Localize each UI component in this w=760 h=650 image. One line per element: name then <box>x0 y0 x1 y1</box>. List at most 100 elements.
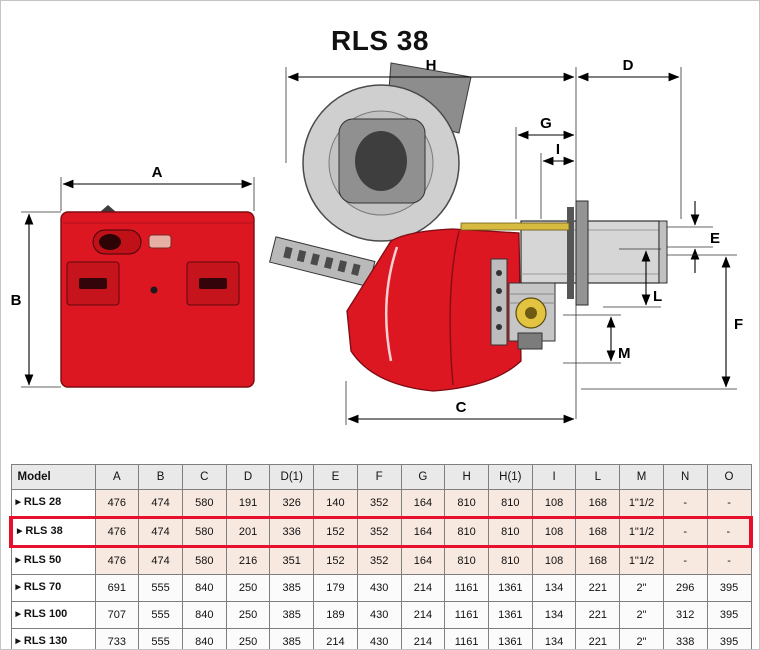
value-cell: 164 <box>400 546 446 575</box>
dim-label-b: B <box>11 292 22 309</box>
value-cell: 134 <box>531 628 577 649</box>
value-cell: 1161 <box>444 628 489 649</box>
dimension-e: E <box>667 201 720 273</box>
value-cell: 352 <box>356 546 402 575</box>
value-cell: - <box>662 546 708 575</box>
value-cell: - <box>706 546 752 575</box>
model-name: RLS 28 <box>23 496 62 508</box>
mounting-flange <box>567 207 574 299</box>
burner-side-view-diagram: H D G I E L F <box>269 57 743 425</box>
value-cell: 385 <box>269 628 315 649</box>
column-header-f: F <box>356 464 402 490</box>
value-cell: 152 <box>313 516 358 548</box>
value-cell: 214 <box>313 628 358 649</box>
column-header-g: G <box>400 464 446 490</box>
value-cell: 395 <box>706 628 752 649</box>
value-cell: - <box>662 489 708 518</box>
column-header-i: I <box>531 464 577 490</box>
value-cell: 1"1/2 <box>619 489 664 518</box>
blast-tube <box>520 220 660 284</box>
page-title: RLS 38 <box>331 25 429 56</box>
dim-label-d: D <box>623 57 634 74</box>
value-cell: 580 <box>181 516 227 548</box>
value-cell: 191 <box>225 489 271 518</box>
dimension-a: A <box>60 164 255 211</box>
value-cell: 2" <box>619 628 664 649</box>
center-screw <box>150 286 158 294</box>
value-cell: 134 <box>531 574 577 602</box>
value-cell: 108 <box>531 489 577 518</box>
dimension-d: D <box>577 57 680 82</box>
model-cell: ▶RLS 130 <box>10 628 96 649</box>
value-cell: 840 <box>181 628 227 649</box>
value-cell: 108 <box>531 516 577 548</box>
dimension-c: C <box>347 399 575 424</box>
value-cell: 134 <box>531 601 577 629</box>
value-cell: 1"1/2 <box>619 546 664 575</box>
value-cell: 810 <box>487 516 533 548</box>
value-cell: 476 <box>94 489 140 518</box>
dim-label-m: M <box>618 345 631 362</box>
value-cell: 189 <box>313 601 358 629</box>
electrode-strip <box>490 258 508 346</box>
value-cell: 168 <box>575 546 621 575</box>
dimension-b: B <box>11 211 61 388</box>
value-cell: 352 <box>356 489 402 518</box>
model-name: RLS 38 <box>25 525 63 537</box>
model-name: RLS 50 <box>23 554 62 566</box>
model-name: RLS 100 <box>23 608 68 620</box>
value-cell: 2" <box>619 574 664 602</box>
row-marker-icon: ▶ <box>17 528 23 535</box>
value-cell: 296 <box>662 574 708 602</box>
value-cell: 395 <box>706 601 752 629</box>
row-marker-icon: ▶ <box>15 499 21 506</box>
value-cell: 810 <box>444 489 489 518</box>
value-cell: 810 <box>487 546 533 575</box>
burner-front-body <box>60 205 255 388</box>
column-header-h-1: H(1) <box>487 464 533 490</box>
value-cell: 164 <box>400 489 446 518</box>
dim-label-e: E <box>710 230 720 247</box>
value-cell: 216 <box>225 546 271 575</box>
value-cell: 221 <box>575 601 621 629</box>
row-marker-icon: ▶ <box>15 584 21 591</box>
dimension-g: G <box>517 115 575 140</box>
value-cell: 555 <box>138 601 183 629</box>
value-cell: - <box>706 516 753 548</box>
column-header-l: L <box>575 464 621 490</box>
column-header-e: E <box>313 464 358 490</box>
value-cell: 810 <box>444 546 489 575</box>
value-cell: 221 <box>575 574 621 602</box>
fuel-rod <box>460 222 570 231</box>
row-marker-icon: ▶ <box>15 611 21 618</box>
value-cell: 164 <box>400 516 446 548</box>
value-cell: 840 <box>181 601 227 629</box>
value-cell: 707 <box>94 601 140 629</box>
column-header-d: D <box>225 464 271 490</box>
value-cell: 733 <box>94 628 140 649</box>
label-plate <box>148 234 172 249</box>
column-header-d-1: D(1) <box>269 464 315 490</box>
value-cell: 430 <box>356 628 402 649</box>
value-cell: 476 <box>94 516 140 548</box>
model-cell: ▶RLS 28 <box>10 489 96 518</box>
value-cell: 474 <box>138 489 183 518</box>
column-header-o: O <box>706 464 752 490</box>
dim-label-g: G <box>540 115 552 132</box>
dim-label-h: H <box>426 57 437 74</box>
value-cell: 385 <box>269 574 315 602</box>
row-marker-icon: ▶ <box>15 557 21 564</box>
model-cell: ▶RLS 70 <box>10 574 96 602</box>
dimension-f: F <box>581 254 743 390</box>
lifting-lug <box>100 205 116 212</box>
value-cell: 108 <box>531 546 577 575</box>
dim-label-c: C <box>456 399 467 416</box>
value-cell: 1161 <box>444 601 489 629</box>
value-cell: 1361 <box>487 601 533 629</box>
value-cell: 352 <box>356 516 402 548</box>
